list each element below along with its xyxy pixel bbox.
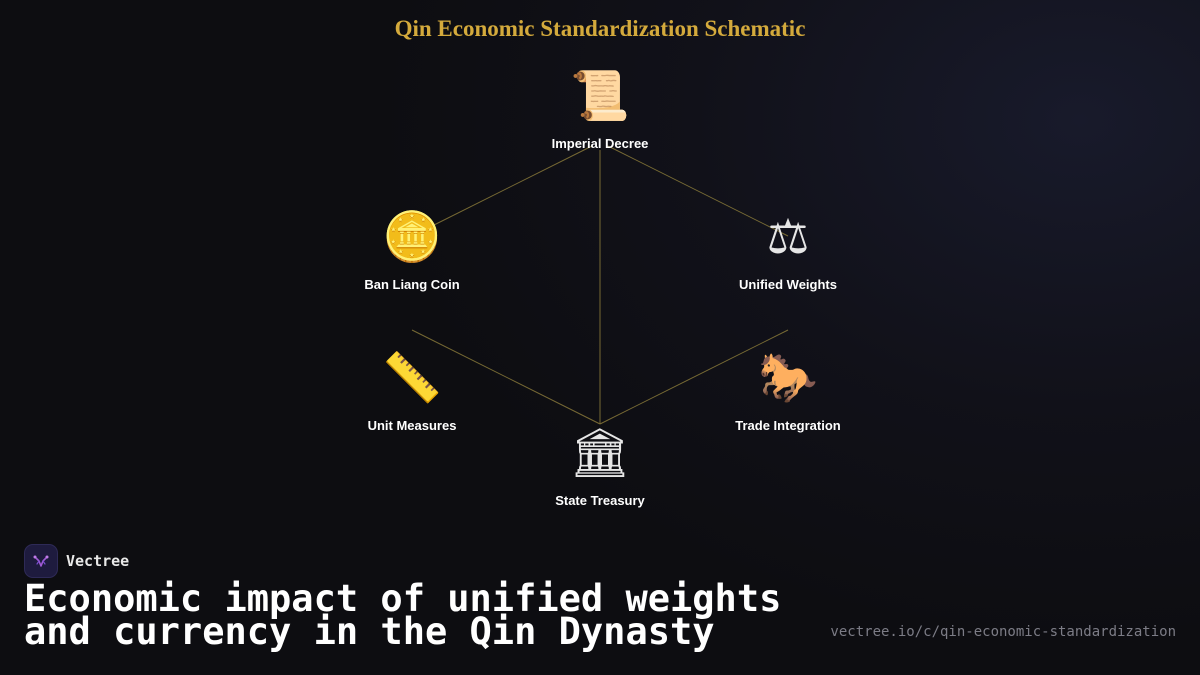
node-label: Unified Weights <box>739 277 837 292</box>
node-ban-liang-coin[interactable]: 🪙 Ban Liang Coin <box>312 209 512 292</box>
edge-decree-weights <box>607 145 789 237</box>
node-label: Trade Integration <box>735 418 841 433</box>
node-imperial-decree[interactable]: 📜 Imperial Decree <box>500 68 700 151</box>
classical-building-icon: 🏛 <box>569 425 631 481</box>
page-url[interactable]: vectree.io/c/qin-economic-standardizatio… <box>830 624 1176 640</box>
node-unified-weights[interactable]: ⚖ Unified Weights <box>688 209 888 292</box>
node-label: Unit Measures <box>367 418 457 433</box>
vectree-logo-icon <box>24 544 58 578</box>
edge-trade-treasury <box>599 329 789 425</box>
diagram-title: Qin Economic Standardization Schematic <box>394 16 806 41</box>
brand-name: Vectree <box>66 552 130 570</box>
node-state-treasury[interactable]: 🏛 State Treasury <box>500 425 700 508</box>
node-trade-integration[interactable]: 🐎 Trade Integration <box>688 350 888 433</box>
coin-icon: 🪙 <box>382 209 442 265</box>
horse-icon: 🐎 <box>758 350 818 406</box>
node-label: Imperial Decree <box>551 136 649 151</box>
headline: Economic impact of unified weights and c… <box>24 577 782 653</box>
brand[interactable]: Vectree <box>24 544 129 578</box>
scroll-icon: 📜 <box>570 68 630 124</box>
ruler-icon: 📏 <box>382 350 442 406</box>
node-unit-measures[interactable]: 📏 Unit Measures <box>312 350 512 433</box>
edge-measures-treasury <box>411 329 601 425</box>
edge-decree-coin <box>431 145 593 227</box>
balance-scale-icon: ⚖ <box>766 209 810 265</box>
node-label: Ban Liang Coin <box>364 277 460 292</box>
node-label: State Treasury <box>555 493 645 508</box>
